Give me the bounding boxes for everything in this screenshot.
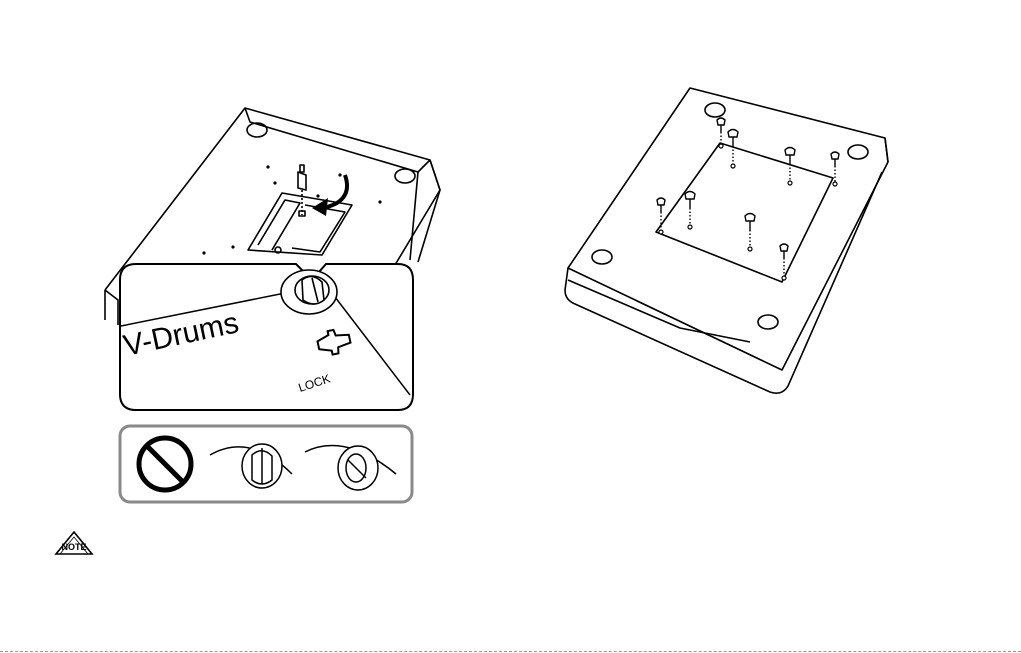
bottom-panel xyxy=(656,143,833,282)
rubber-foot xyxy=(758,315,778,329)
prohibited-example-box xyxy=(120,426,412,502)
note-label: NOTE xyxy=(61,542,86,552)
module-underside-screws-illustration xyxy=(520,60,1021,420)
page-bottom-rule xyxy=(0,651,1021,652)
module-body xyxy=(568,88,888,370)
note-icon: NOTE xyxy=(52,530,96,558)
rubber-foot xyxy=(247,123,267,137)
module-body xyxy=(105,108,440,290)
lock-closeup-callout: V-Drums LOCK xyxy=(120,264,413,410)
rubber-foot xyxy=(395,169,415,183)
rubber-foot xyxy=(592,250,612,264)
rubber-foot xyxy=(705,103,725,117)
screw xyxy=(657,118,839,276)
module-underside-lock-illustration: V-Drums LOCK xyxy=(0,0,520,560)
rubber-foot xyxy=(848,145,868,159)
